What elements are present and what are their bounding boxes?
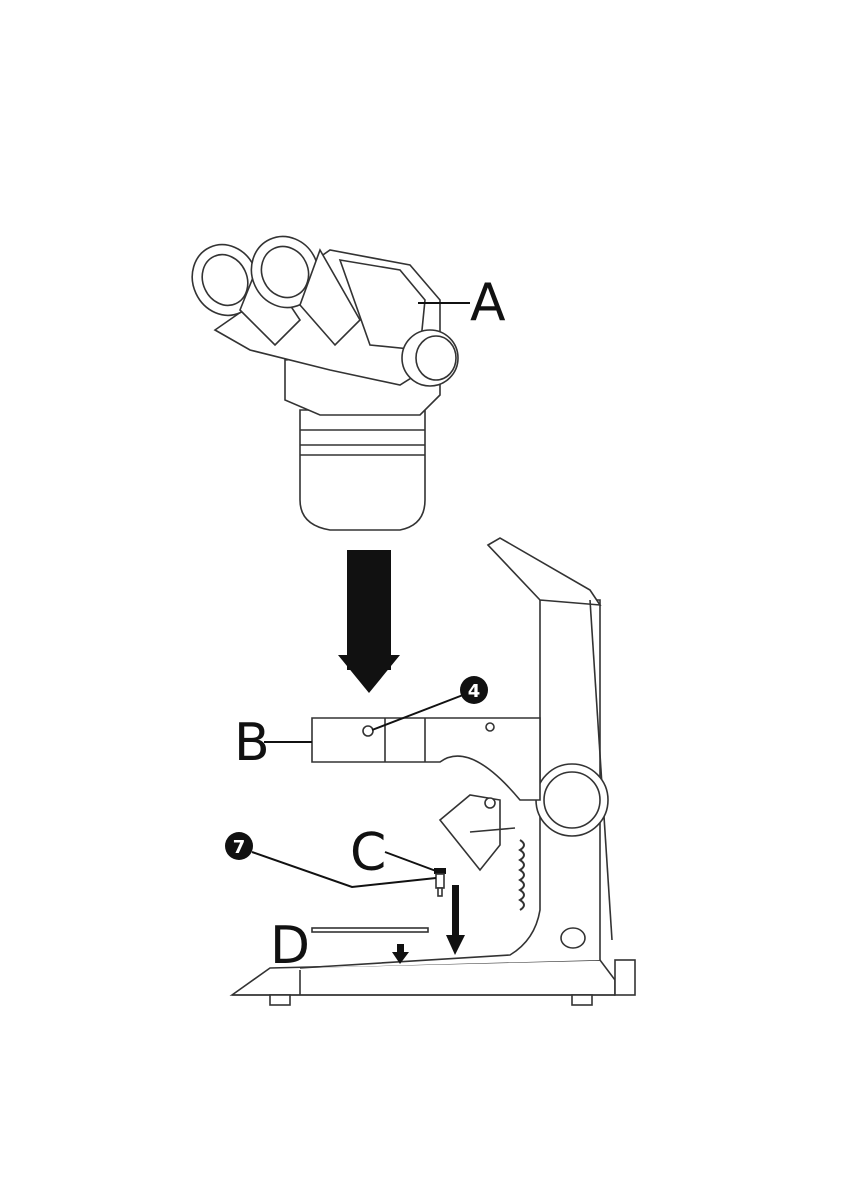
down-arrow-c-icon [446,885,465,955]
callout-4-text: 4 [468,681,481,702]
leader-c [384,851,437,872]
down-arrow-d-icon [392,944,409,964]
label-d: D [270,916,310,976]
leader-4 [371,694,464,731]
stand [229,537,636,1006]
callout-7: 7 [225,832,253,860]
callout-7-text: 7 [233,837,246,858]
lamp [438,794,525,911]
eyepiece-right [250,235,361,347]
label-b: B [234,713,270,773]
focus-knob [535,763,609,837]
microscope-head [191,235,459,531]
plate-d [311,927,429,933]
label-a: A [470,273,506,333]
zoom-knob [401,329,459,387]
mounting-arm [311,717,541,801]
callout-4: 4 [460,676,488,704]
down-arrow-large-icon [338,550,400,693]
screw-c [434,868,446,897]
label-c: C [350,823,386,883]
leader-7 [251,851,437,889]
